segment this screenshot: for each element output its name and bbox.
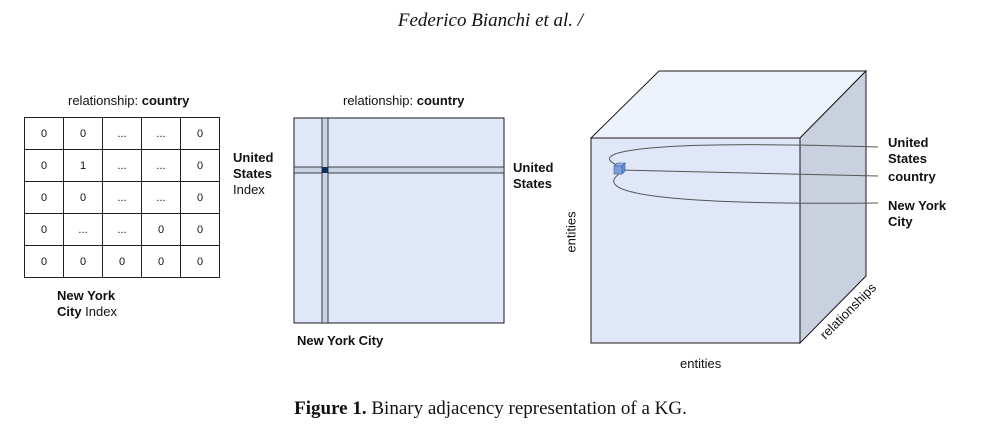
cube-axis-bottom-label: entities <box>680 356 722 371</box>
cube-label-new-york-city: New York City <box>888 198 946 230</box>
pointer-line-country <box>618 169 879 177</box>
cube-label-us-line1: United <box>888 135 929 150</box>
matrix-cell: 0 <box>180 213 220 246</box>
cube-label-nyc-line1: New York <box>888 198 947 213</box>
matrix-cell: 0 <box>180 245 220 278</box>
matrix-cell: ... <box>141 149 181 182</box>
matrix-cell: 0 <box>63 181 103 214</box>
adjacency-matrix-table: 0 0 ... ... 0 0 1 ... ... 0 0 0 ... ... … <box>24 117 220 278</box>
matrix-cell: ... <box>102 149 142 182</box>
middle-col-label: New York City <box>297 333 384 348</box>
left-row-label-index: Index <box>233 182 265 197</box>
cube-label-country: country <box>888 169 936 184</box>
matrix-row: 0 ... ... 0 0 <box>24 213 220 246</box>
matrix-cell: 0 <box>24 213 64 246</box>
middle-panel-title: relationship: country <box>343 93 464 108</box>
left-col-label-city: City <box>57 304 82 319</box>
cube-label-us-line2: States <box>888 151 928 166</box>
left-col-label: New York City Index <box>57 288 117 320</box>
matrix-row: 0 1 ... ... 0 <box>24 149 220 182</box>
matrix-row: 0 0 ... ... 0 <box>24 117 220 150</box>
matrix-row: 0 0 ... ... 0 <box>24 181 220 214</box>
page-header-authors: Federico Bianchi et al. / <box>397 10 584 31</box>
pointer-line-new-york-city <box>613 173 879 204</box>
matrix-cell: ... <box>102 213 142 246</box>
matrix-cell: 0 <box>141 245 181 278</box>
middle-row-label: United States <box>513 160 553 192</box>
middle-matrix-square <box>293 117 505 324</box>
middle-title-prefix: relationship: <box>343 93 417 108</box>
matrix-cell: ... <box>63 213 103 246</box>
pointer-line-united-states <box>609 144 879 167</box>
matrix-cell: 0 <box>141 213 181 246</box>
middle-matrix-highlight-cell <box>322 167 328 173</box>
middle-title-relation: country <box>416 93 465 108</box>
matrix-cell: 0 <box>24 245 64 278</box>
left-col-label-index: Index <box>81 304 117 319</box>
left-title-relation: country <box>141 93 190 108</box>
middle-matrix-row-band <box>293 166 505 174</box>
figure-caption-text: Binary adjacency representation of a KG. <box>366 398 687 419</box>
middle-row-label-line2: States <box>513 176 553 191</box>
figure-caption: Figure 1. Binary adjacency representatio… <box>0 398 981 420</box>
cube-label-nyc-line2: City <box>888 214 913 229</box>
left-row-label-line1: United <box>233 150 274 165</box>
cube-label-united-states: United States <box>888 135 928 167</box>
left-row-label: United States Index <box>233 150 273 198</box>
matrix-cell: ... <box>102 181 142 214</box>
matrix-cell: ... <box>141 117 181 150</box>
middle-matrix-col-band <box>321 117 329 324</box>
figure-caption-label: Figure 1. <box>294 398 367 419</box>
left-title-prefix: relationship: <box>68 93 142 108</box>
cube-axis-vertical-label: entities <box>563 211 579 253</box>
left-panel-title: relationship: country <box>68 93 189 108</box>
left-col-label-line1: New York <box>57 288 116 303</box>
matrix-cell: ... <box>141 181 181 214</box>
matrix-row: 0 0 0 0 0 <box>24 245 220 278</box>
left-row-label-line2: States <box>233 166 273 181</box>
middle-row-label-line1: United <box>513 160 554 175</box>
matrix-cell: 0 <box>63 245 103 278</box>
cube-highlight-cell <box>613 165 623 175</box>
